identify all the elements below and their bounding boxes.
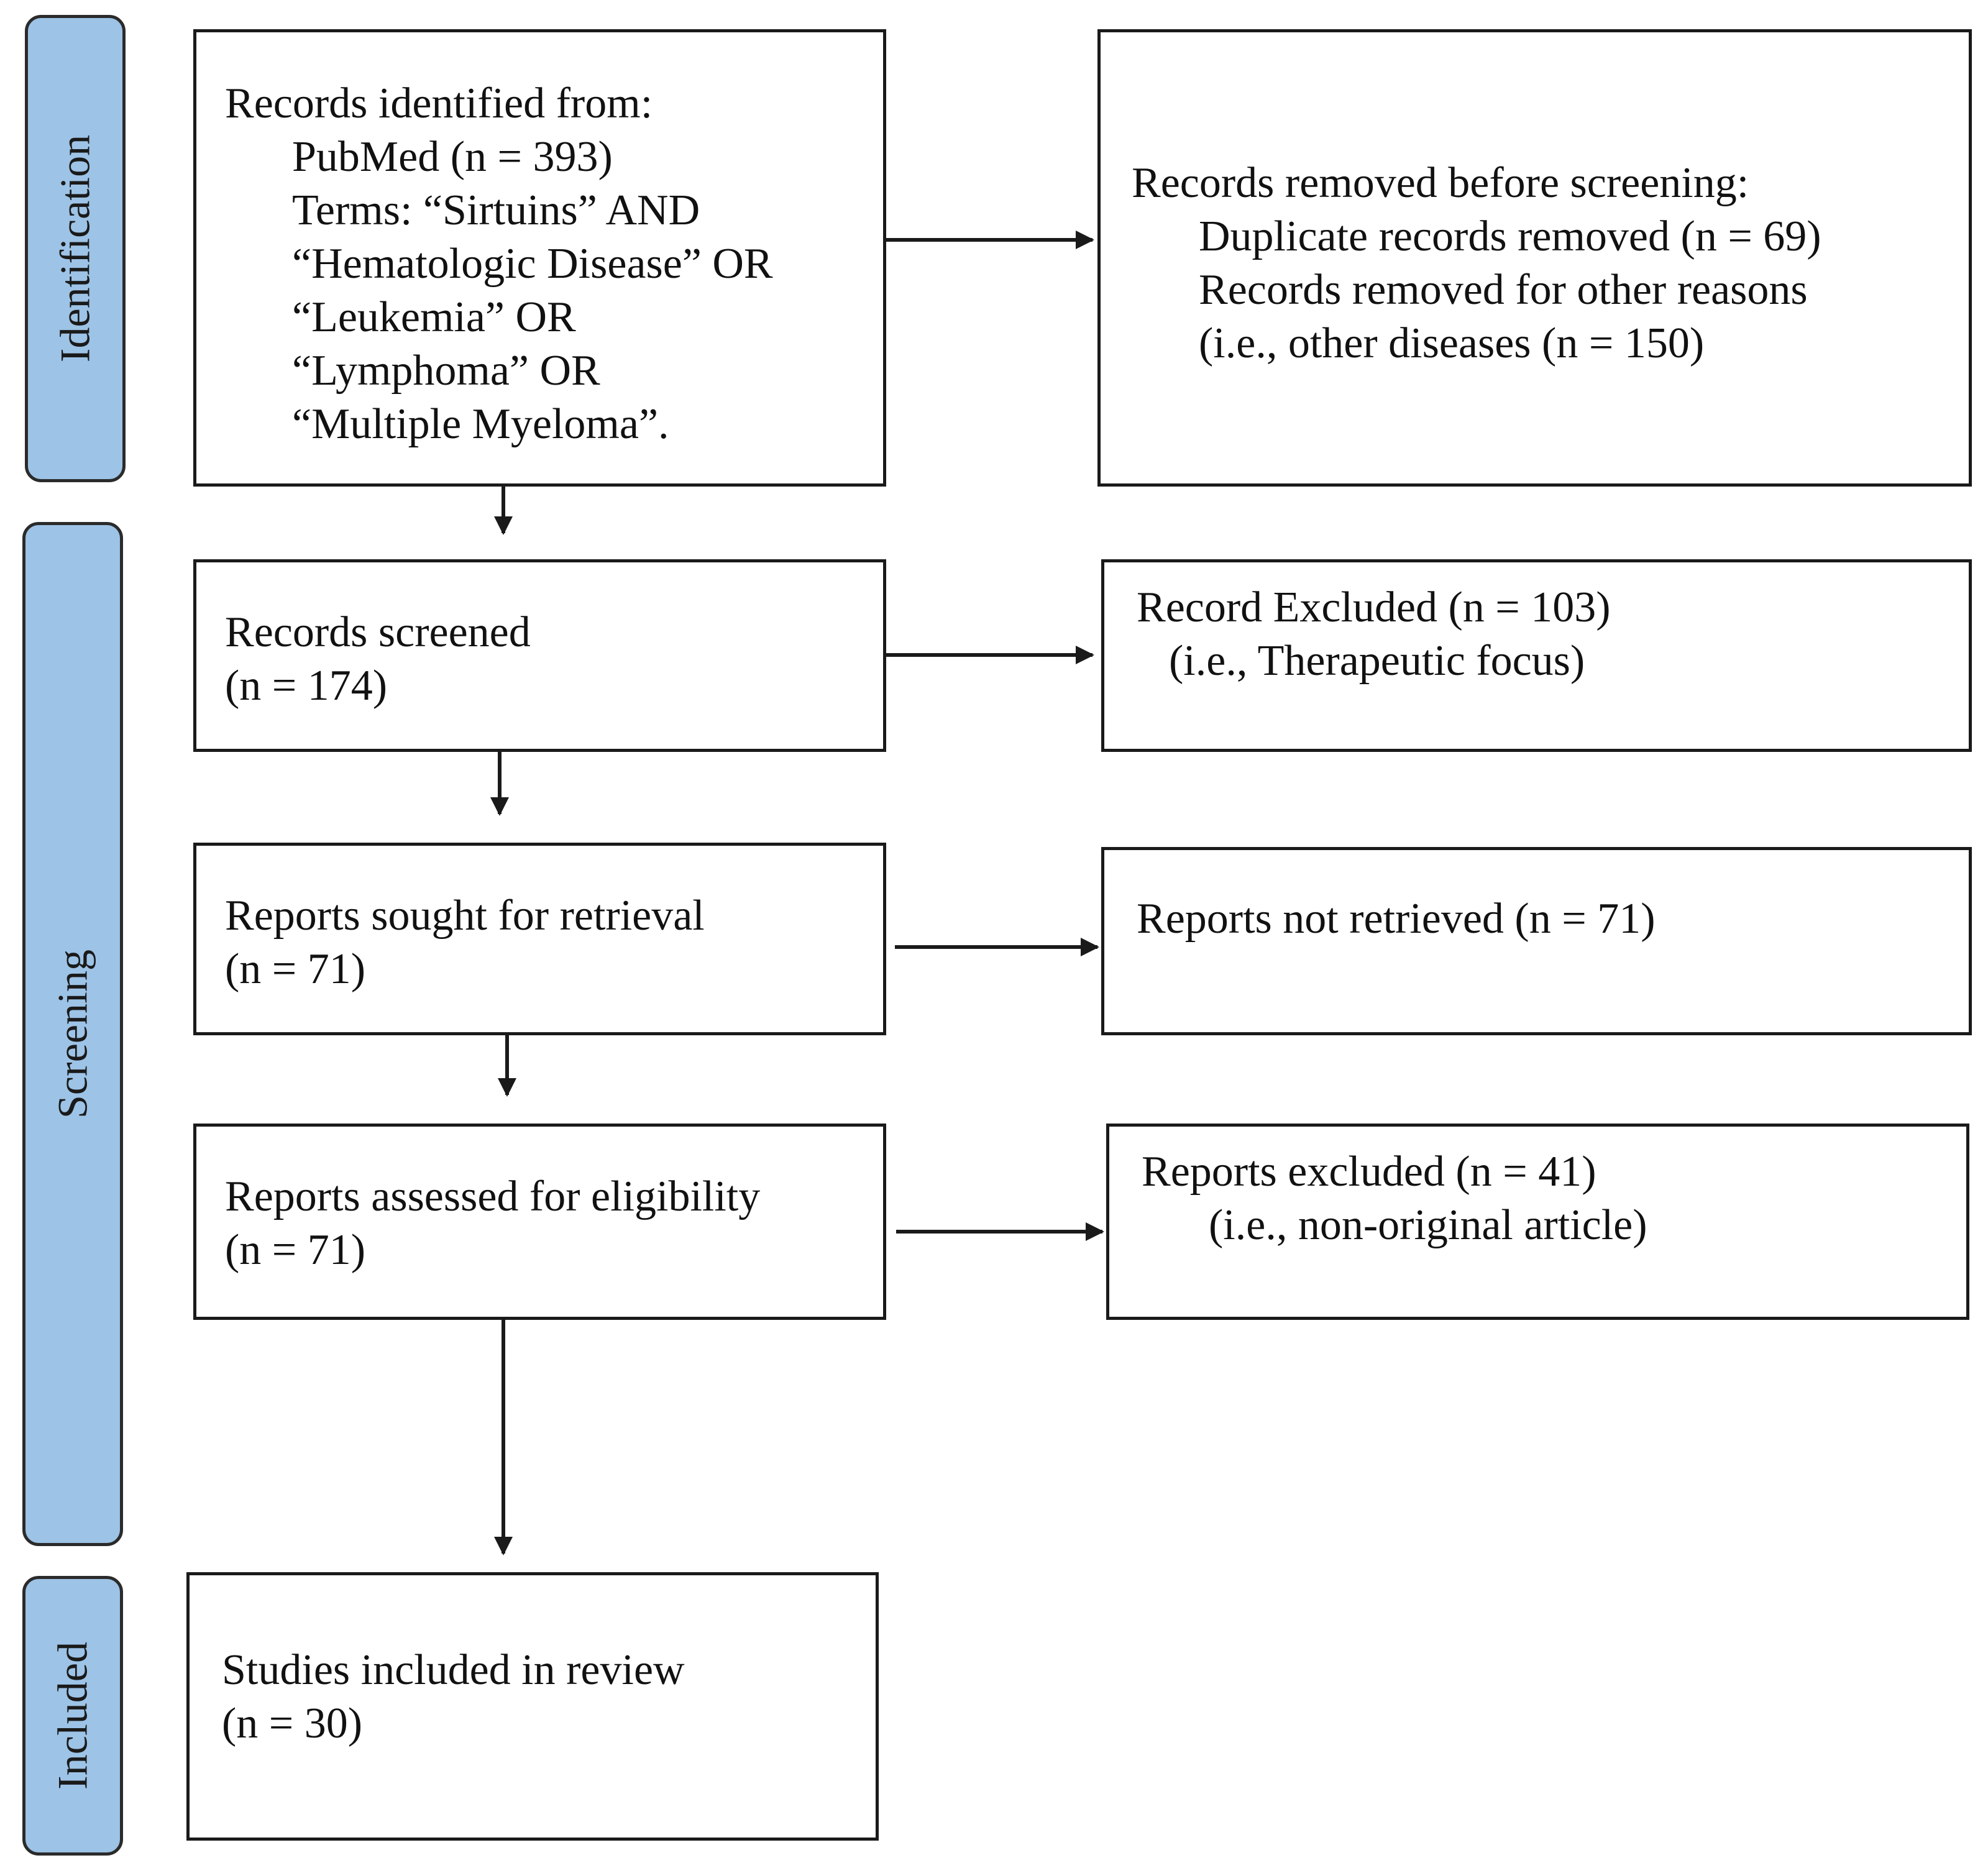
removed-before-screening-box: Records removed before screening: Duplic…: [1097, 29, 1972, 487]
excluded-label: Record Excluded (n = 103): [1137, 584, 1611, 631]
studies-included-box: Studies included in review (n = 30): [186, 1572, 879, 1841]
assessed-count: (n = 71): [225, 1226, 366, 1274]
identification-term-lymphoma: “Lymphoma” OR: [292, 347, 600, 395]
included-count: (n = 30): [222, 1700, 363, 1747]
identification-source: PubMed (n = 393): [292, 133, 613, 181]
reports-assessed-box: Reports assessed for eligibility (n = 71…: [193, 1124, 886, 1320]
identification-box: Records identified from: PubMed (n = 393…: [193, 29, 886, 487]
reports-excluded-box: Reports excluded (n = 41) (i.e., non-ori…: [1106, 1124, 1969, 1320]
identification-terms: Terms: “Sirtuins” AND: [292, 186, 700, 234]
identification-term-myeloma: “Multiple Myeloma”.: [292, 400, 669, 448]
phase-included: Included: [22, 1576, 123, 1856]
not-retrieved-label: Reports not retrieved (n = 71): [1137, 895, 1656, 943]
record-excluded-box: Record Excluded (n = 103) (i.e., Therape…: [1101, 559, 1972, 752]
assessed-label: Reports assessed for eligibility: [225, 1173, 761, 1220]
reports-sought-box: Reports sought for retrieval (n = 71): [193, 843, 886, 1035]
identification-term-leukemia: “Leukemia” OR: [292, 293, 576, 341]
identification-term-hematologic: “Hematologic Disease” OR: [292, 240, 773, 288]
removed-other-diseases: (i.e., other diseases (n = 150): [1199, 319, 1705, 367]
excluded-reason: (i.e., Therapeutic focus): [1169, 637, 1585, 685]
sought-count: (n = 71): [225, 945, 366, 993]
removed-heading: Records removed before screening:: [1132, 159, 1749, 207]
screened-count: (n = 174): [225, 662, 388, 710]
phase-screening: Screening: [22, 522, 123, 1546]
removed-duplicates: Duplicate records removed (n = 69): [1199, 213, 1821, 260]
removed-other-reasons: Records removed for other reasons: [1199, 266, 1808, 314]
identification-heading: Records identified from:: [225, 80, 653, 127]
reports-excluded-label: Reports excluded (n = 41): [1142, 1148, 1596, 1196]
phase-identification: Identification: [25, 15, 126, 482]
sought-label: Reports sought for retrieval: [225, 892, 705, 940]
reports-not-retrieved-box: Reports not retrieved (n = 71): [1101, 847, 1972, 1035]
reports-excluded-reason: (i.e., non-original article): [1209, 1201, 1647, 1249]
included-label: Studies included in review: [222, 1646, 685, 1694]
screened-label: Records screened: [225, 608, 531, 656]
records-screened-box: Records screened (n = 174): [193, 559, 886, 752]
